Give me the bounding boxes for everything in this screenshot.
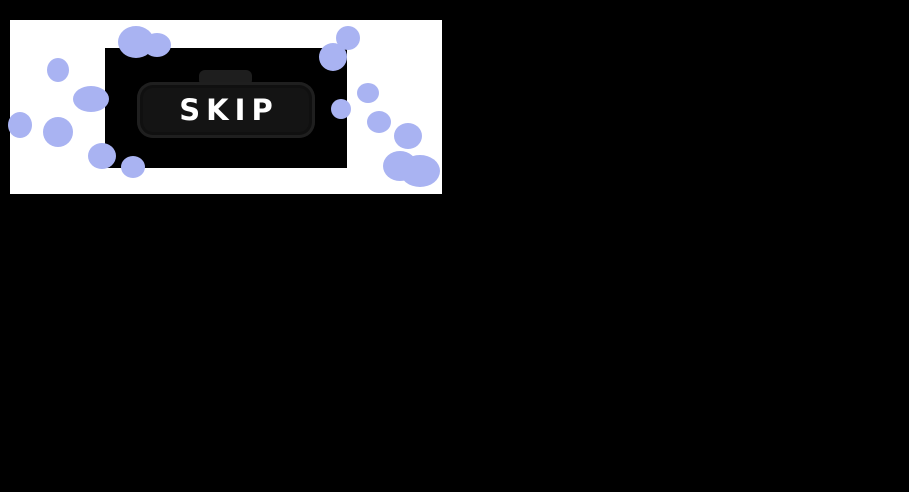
ad-overlay: SKIP bbox=[105, 48, 347, 168]
whiteboard-panel: SKIP bbox=[10, 20, 442, 194]
skip-button[interactable]: SKIP bbox=[137, 82, 315, 138]
